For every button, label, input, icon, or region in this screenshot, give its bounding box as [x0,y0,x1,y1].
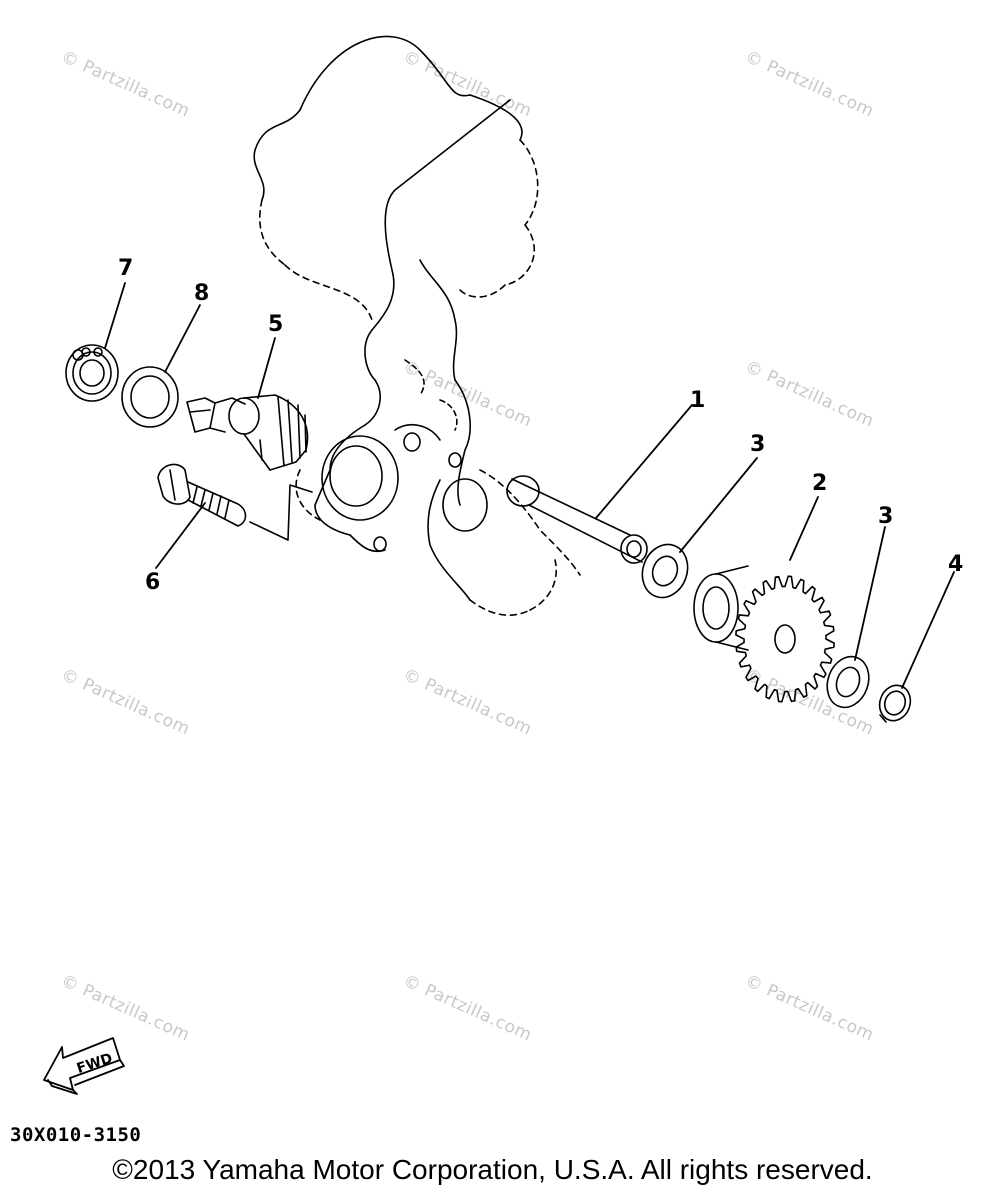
callout-8: 8 [194,281,210,306]
callout-5: 5 [268,312,284,337]
washer-3-right [826,655,870,709]
copyright-notice: ©2013 Yamaha Motor Corporation, U.S.A. A… [112,1154,873,1185]
callout-3-left: 3 [750,432,766,457]
diagram-code: 30X010-3150 [10,1124,142,1146]
callout-6: 6 [145,570,161,595]
bolt-6 [157,463,313,541]
callout-1: 1 [690,388,706,413]
crankcase-outline [253,35,581,616]
circlip-4 [878,684,912,723]
fwd-arrow-label: FWD [75,1050,115,1077]
callout-7: 7 [118,256,134,281]
fwd-arrow-icon [43,1037,125,1095]
callout-4: 4 [948,552,964,577]
leader-lines [104,282,955,689]
gear-2 [693,565,835,703]
callout-3-right: 3 [878,504,894,529]
driven-gear-shaft-5 [186,394,309,471]
washer-3-left [641,543,689,599]
callout-2: 2 [812,471,828,496]
shaft-1 [506,475,648,564]
oil-seal-7 [65,344,119,402]
washer-8 [121,366,179,428]
